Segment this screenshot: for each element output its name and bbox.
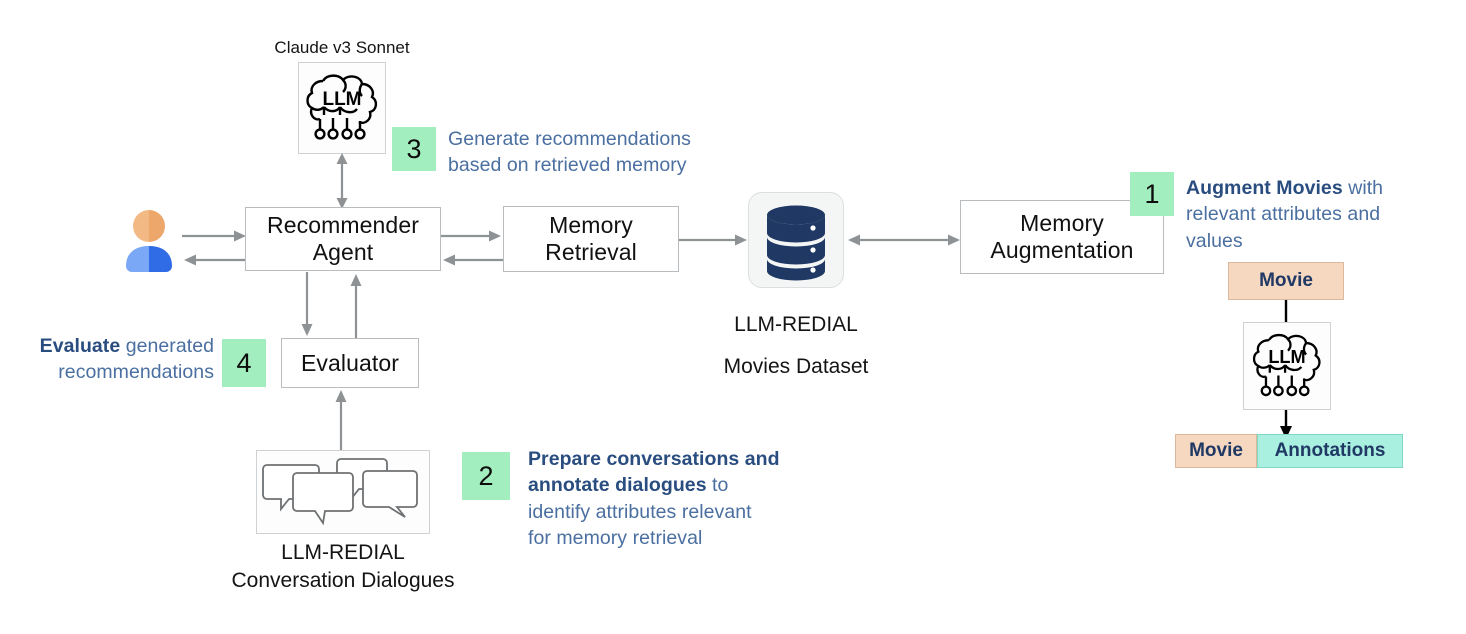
database-icon <box>767 205 825 281</box>
llm-icon-frame-top: LLM <box>298 62 386 154</box>
svg-text:LLM: LLM <box>1268 347 1305 367</box>
arrow-movie-to-llm <box>1284 300 1288 324</box>
dialogues-caption-line2: Conversation Dialogues <box>231 569 455 592</box>
step-2-note-line1: Prepare conversations and <box>528 448 780 470</box>
step-4-note-line2: recommendations <box>58 361 214 384</box>
step-4-note: Evaluate generated recommendations <box>10 333 214 386</box>
arrow-memory-retrieval-to-agent <box>443 254 503 266</box>
step-1-note: Augment Movies with relevant attributes … <box>1186 175 1426 254</box>
step-2-note-line4: for memory retrieval <box>528 526 703 549</box>
memory-retrieval-label-line1: Memory <box>549 212 633 239</box>
arrow-llm-to-annotations <box>1280 410 1292 439</box>
step-2-note: Prepare conversations and annotate dialo… <box>528 446 798 551</box>
llm-brain-icon: LLM <box>306 74 378 140</box>
evaluator-box[interactable]: Evaluator <box>281 338 419 388</box>
step-4-note-bold: Evaluate <box>39 335 121 357</box>
llm-icon-frame-bottom: LLM <box>1243 322 1331 410</box>
step-3-note: Generate recommendations based on retrie… <box>448 126 748 179</box>
dataset-icon-frame <box>748 192 844 288</box>
user-avatar-icon <box>126 210 172 272</box>
svg-text:LLM: LLM <box>322 89 361 110</box>
arrow-dialogues-to-evaluator <box>335 390 347 450</box>
arrow-user-to-agent <box>182 230 246 242</box>
dataset-caption-line1: LLM-REDIAL <box>734 313 858 336</box>
memory-augmentation-label-line2: Augmentation <box>990 237 1134 263</box>
step-2-note-line3: identify attributes relevant <box>528 500 752 523</box>
step-3-badge: 3 <box>392 127 436 171</box>
arrow-agent-to-memory-retrieval <box>441 230 501 242</box>
step-1-note-line2: relevant attributes and <box>1186 203 1381 226</box>
movie-box-bottom: Movie <box>1175 434 1257 468</box>
memory-retrieval-box[interactable]: Memory Retrieval <box>503 206 679 272</box>
movie-box-top: Movie <box>1228 262 1344 300</box>
arrow-evaluator-to-agent <box>350 274 362 338</box>
step-2-note-line2-bold: annotate dialogues <box>528 474 707 497</box>
arrow-agent-to-user <box>184 254 248 266</box>
step-2-badge: 2 <box>462 452 510 500</box>
recommender-agent-box[interactable]: Recommender Agent <box>245 207 441 271</box>
chat-bubbles-icon <box>262 458 418 526</box>
step-1-badge: 1 <box>1130 172 1174 216</box>
step-1-note-bold: Augment Movies <box>1186 177 1343 199</box>
step-1-note-line3: values <box>1186 229 1243 252</box>
step-2-note-line2-rest: to <box>706 474 729 497</box>
step-4-badge: 4 <box>222 339 266 387</box>
arrow-agent-to-evaluator <box>301 272 313 336</box>
arrow-dataset-memory-augmentation <box>848 234 960 246</box>
step-3-note-line1: Generate recommendations <box>448 128 691 150</box>
arrow-llm-recommender <box>336 153 348 209</box>
dialogues-icon-frame <box>256 450 430 534</box>
claude-model-label: Claude v3 Sonnet <box>274 38 410 57</box>
step-3-note-line2: based on retrieved memory <box>448 154 687 177</box>
memory-augmentation-label-line1: Memory <box>1020 210 1104 237</box>
arrow-memory-retrieval-to-dataset <box>679 234 747 246</box>
step-1-note-rest: with <box>1342 177 1384 199</box>
step-4-note-rest: generated <box>120 335 214 357</box>
dataset-caption-line2: Movies Dataset <box>723 355 869 378</box>
dialogues-caption-line1: LLM-REDIAL <box>281 541 405 564</box>
memory-retrieval-label-line2: Retrieval <box>545 239 637 265</box>
recommender-agent-label-line2: Agent <box>312 239 374 265</box>
annotations-box: Annotations <box>1257 434 1403 468</box>
llm-brain-icon-2: LLM <box>1252 333 1321 397</box>
recommender-agent-label-line1: Recommender <box>267 212 419 239</box>
